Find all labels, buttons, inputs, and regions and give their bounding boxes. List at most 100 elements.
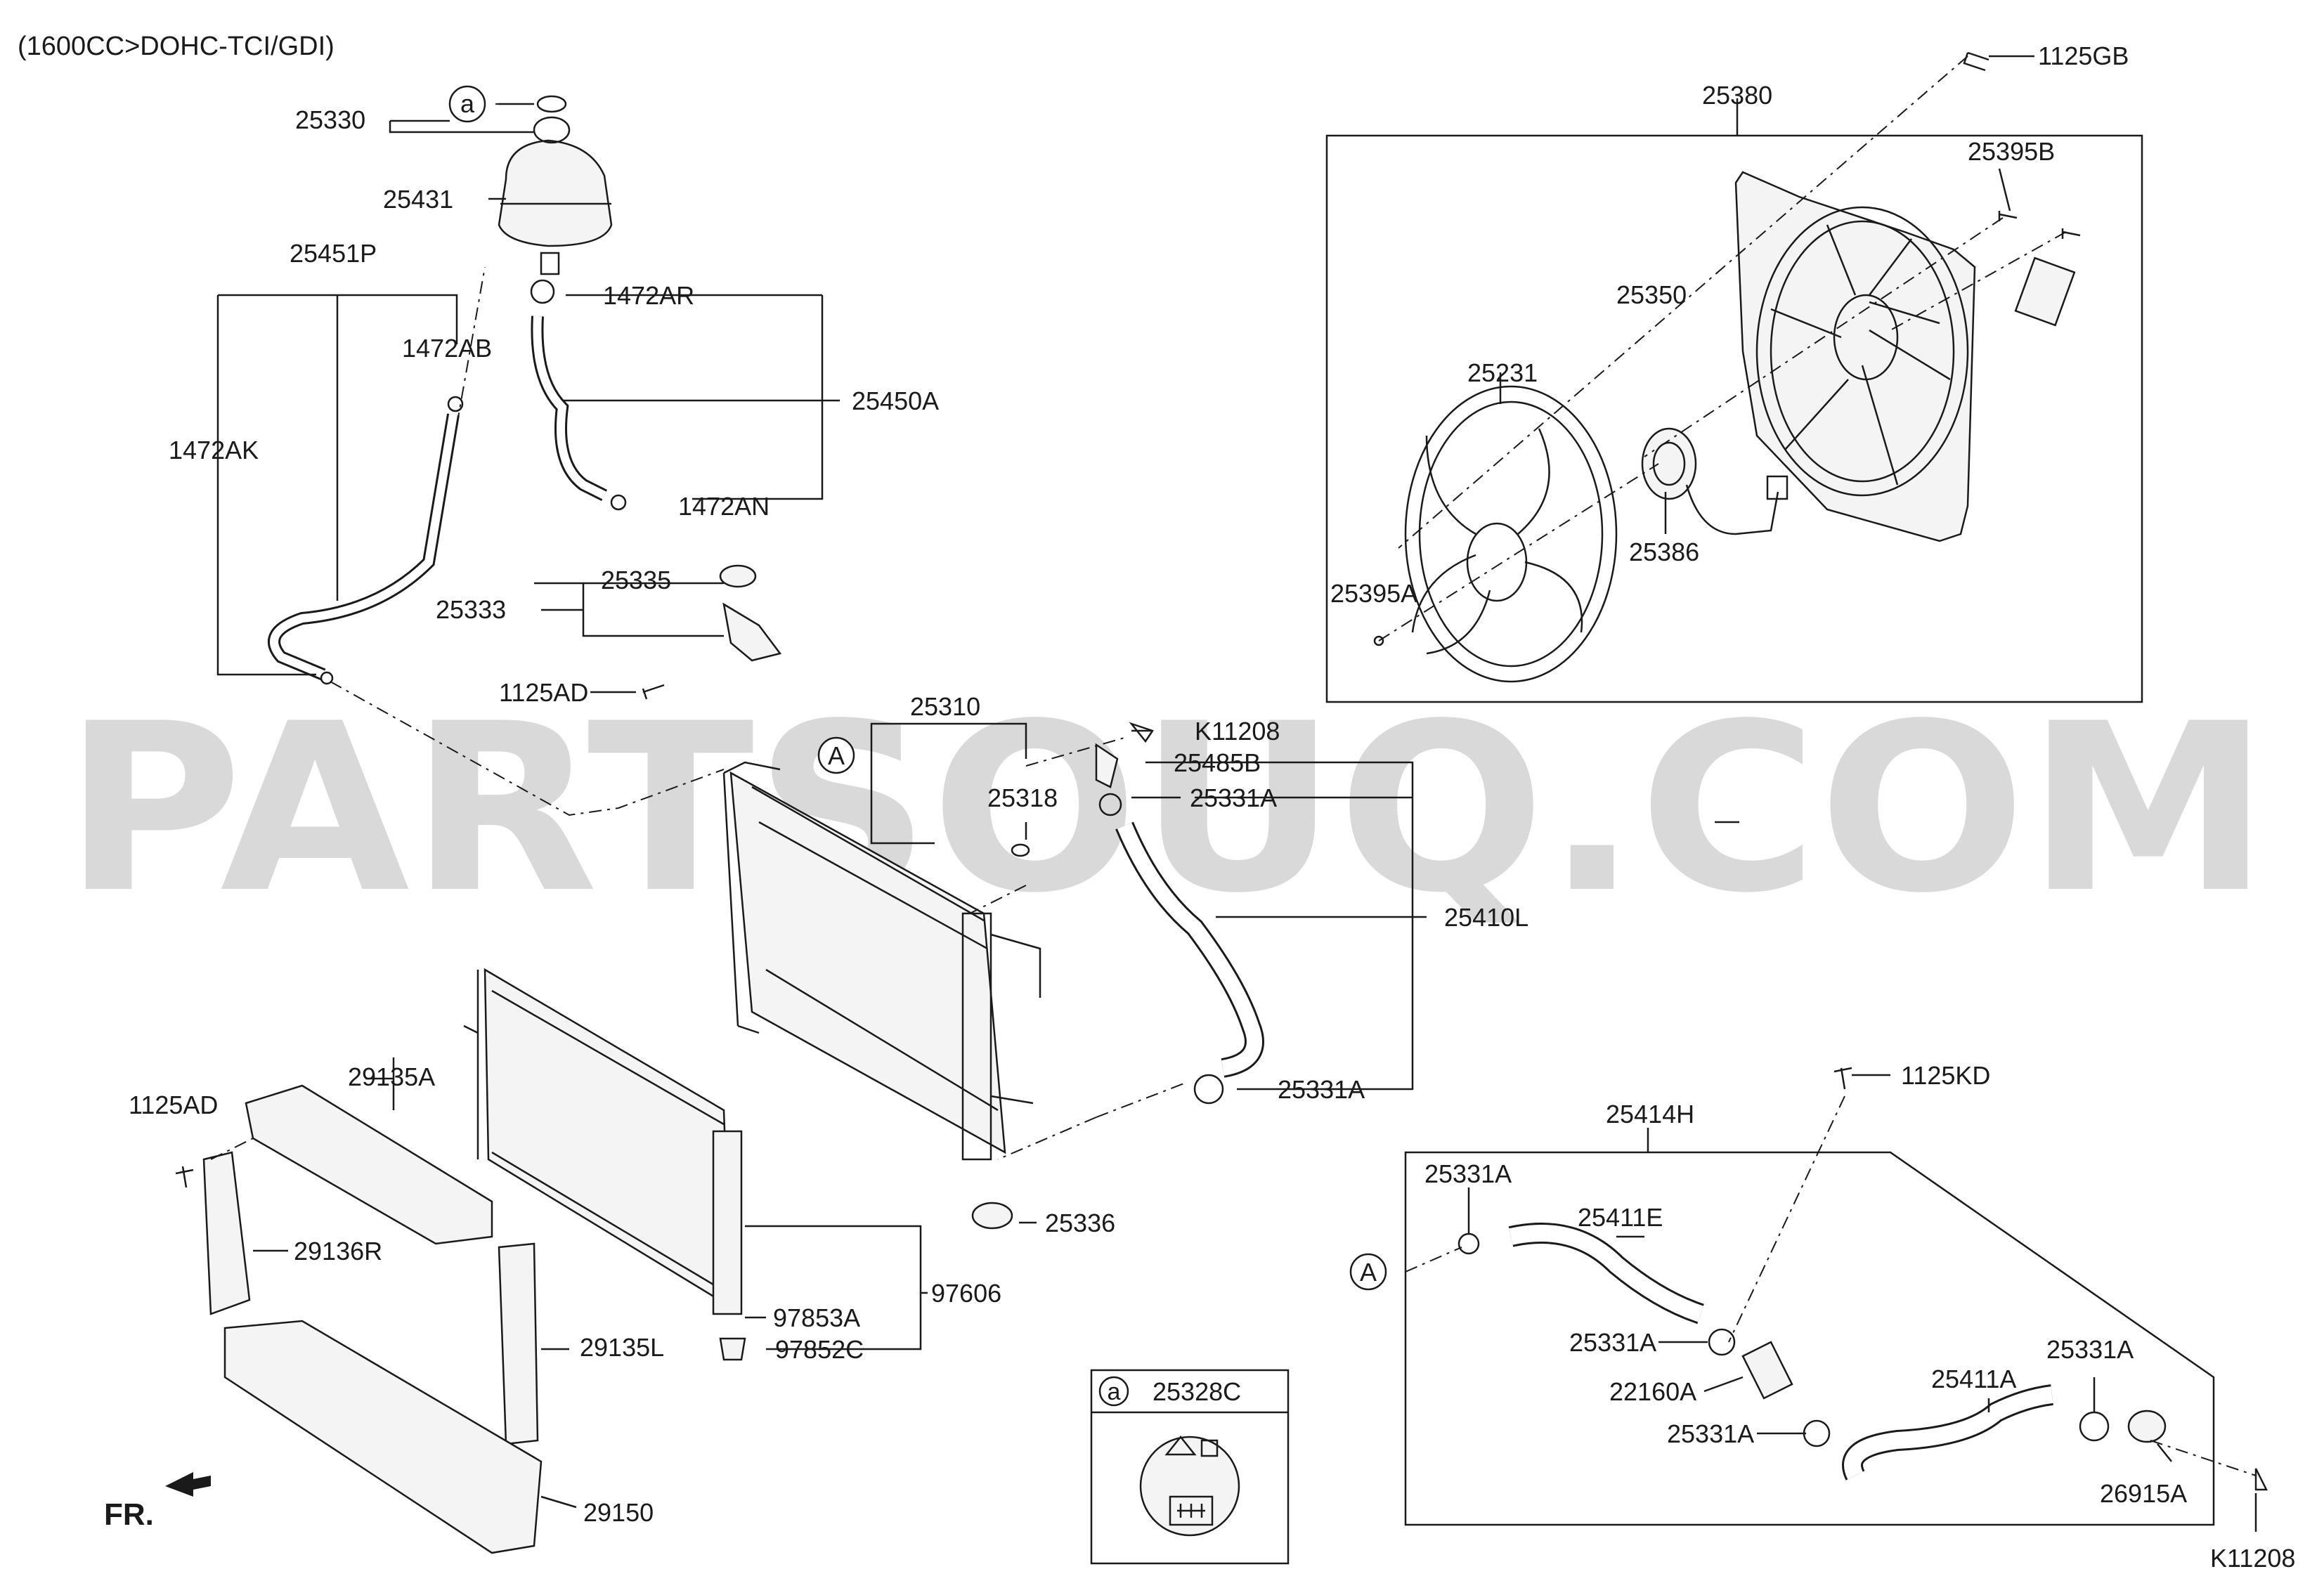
hose-25451P (268, 413, 460, 681)
part-label: 1125GB (2038, 41, 2129, 70)
part-label: 26915A (2100, 1479, 2187, 1508)
condenser (463, 968, 732, 1309)
part-label: 25336 (1045, 1209, 1115, 1237)
bolt-right-fan (2061, 228, 2081, 239)
part-label: 97852C (775, 1335, 864, 1364)
fan-assembly-box (1325, 134, 2143, 703)
part-label: 25318 (987, 783, 1058, 812)
cap-26915A (2127, 1410, 2167, 1443)
fan-motor (1641, 427, 1789, 535)
part-label: 1472AR (603, 281, 694, 310)
receiver-drier (712, 1130, 743, 1315)
callout-table (1090, 1369, 1290, 1565)
part-label: K11208 (1195, 717, 1280, 746)
ref-marker-A-kit-letter: A (1360, 1258, 1377, 1287)
part-label: 29135A (348, 1062, 435, 1091)
front-arrow-icon (165, 1472, 211, 1497)
radiator (722, 761, 1041, 1161)
cap-25318 (1011, 843, 1030, 857)
air-guard-29135L (498, 1242, 539, 1445)
part-label: 25310 (910, 692, 980, 721)
clamp-1472AR (530, 279, 555, 304)
part-label: 25331A (1190, 783, 1277, 812)
grommet-25335 (719, 564, 757, 588)
clip-K11208-lower (2254, 1468, 2268, 1491)
part-label: 25333 (436, 595, 506, 624)
part-label: 25350 (1616, 280, 1687, 309)
bolt-1125KD (1833, 1067, 1852, 1090)
part-label: 97606 (931, 1279, 1001, 1308)
part-label: 25386 (1629, 538, 1699, 566)
callout-letter: a (1108, 1379, 1121, 1405)
bolt-25395A (1373, 635, 1384, 646)
ref-marker-A-kit (1349, 1253, 1387, 1291)
hose-kit-box (1404, 1151, 2215, 1526)
part-label: 1472AK (169, 436, 259, 464)
engine-spec: (1600CC>DOHC-TCI/GDI) (18, 32, 335, 61)
part-label: 25331A (1667, 1419, 1754, 1448)
part-label: 25410L (1444, 903, 1528, 932)
clamp-25331A-box3 (1803, 1419, 1831, 1447)
part-label: 25331A (1424, 1159, 1512, 1188)
fan-blade (1404, 385, 1618, 683)
part-label: 29136R (294, 1237, 382, 1265)
clip-K11208-top (1129, 722, 1154, 743)
air-guard-29135A (245, 1084, 493, 1245)
clamp-1472AK (320, 671, 334, 685)
part-label: 1125KD (1901, 1061, 1990, 1090)
part-label: 25451P (290, 239, 377, 268)
part-label: 25330 (295, 105, 365, 134)
part-label: 22160A (1609, 1377, 1696, 1406)
part-label: 25450A (852, 386, 939, 415)
part-label: 1125AD (129, 1091, 218, 1119)
part-label: 25411A (1931, 1365, 2016, 1393)
ref-marker-a (448, 85, 486, 123)
clamp-25331A-box4 (2079, 1411, 2110, 1442)
clamp-25331A-box2 (1708, 1328, 1736, 1356)
part-label: 25331A (1278, 1075, 1365, 1104)
clamp-lower-25331A (1193, 1074, 1224, 1105)
part-label: 1472AN (678, 492, 770, 521)
part-label: 29135L (580, 1333, 664, 1362)
bolt-1125AD-lower (175, 1166, 194, 1188)
ref-marker-A-letter: A (828, 741, 845, 770)
fan-shroud (1734, 171, 1976, 542)
part-label: 25395A (1330, 579, 1417, 608)
connector-22160A (1741, 1341, 1793, 1400)
reservoir-cap-seal (536, 95, 567, 113)
part-label: 25380 (1702, 81, 1772, 110)
part-label: K11208 (2210, 1544, 2295, 1573)
bracket-25333 (722, 602, 782, 662)
cap-97852C (719, 1337, 746, 1361)
part-label: 25331A (1569, 1328, 1656, 1357)
part-label: 25335 (601, 566, 671, 594)
ref-marker-a-letter: a (460, 89, 475, 118)
carrier-29150 (223, 1320, 543, 1554)
bolt-1125AD (642, 684, 665, 700)
cap-label-icon (1139, 1436, 1240, 1537)
reservoir-tank (498, 116, 613, 275)
part-label: 97853A (773, 1303, 860, 1332)
front-label: FR. (104, 1497, 154, 1532)
clamp-1472AB (447, 396, 464, 412)
part-label: 25414H (1606, 1100, 1694, 1128)
part-label: 1125AD (499, 678, 588, 707)
clamp-upper-25331A (1098, 793, 1122, 816)
callout-part: 25328C (1153, 1377, 1241, 1406)
part-label: 25231 (1467, 358, 1538, 387)
ref-marker-A-radiator (817, 736, 855, 774)
clamp-1472AN (610, 494, 627, 511)
bolt-25395B (1998, 211, 2018, 221)
part-label: 25485B (1174, 748, 1261, 777)
air-guard-29136R (202, 1151, 251, 1315)
part-label: 29150 (583, 1498, 654, 1527)
part-label: 25431 (383, 185, 453, 214)
clamp-25331A-box1 (1458, 1232, 1480, 1255)
elbow-25485B (1095, 743, 1119, 788)
part-label: 25331A (2046, 1335, 2134, 1364)
part-label: 1472AB (402, 334, 492, 363)
part-label: 25411E (1578, 1203, 1663, 1232)
part-label: 25395B (1968, 137, 2055, 166)
fan-resistor (2014, 256, 2076, 327)
